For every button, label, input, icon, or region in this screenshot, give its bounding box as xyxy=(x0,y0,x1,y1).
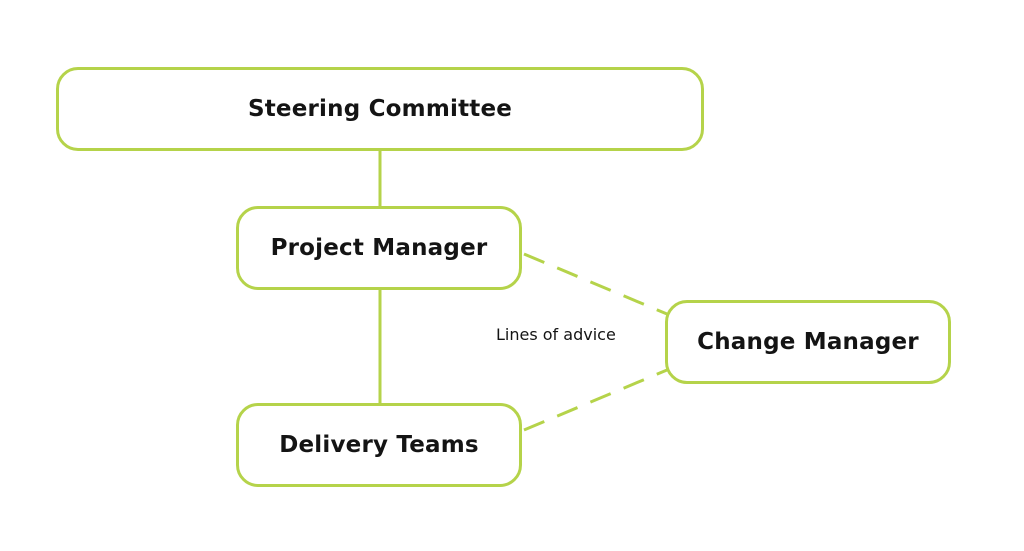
advice-line-to-pm xyxy=(523,252,668,316)
advice-line-to-delivery xyxy=(523,368,668,432)
project-manager-node: Project Manager xyxy=(236,206,522,290)
lines-of-advice-annotation: Lines of advice xyxy=(496,325,616,344)
steering-committee-node: Steering Committee xyxy=(56,67,704,151)
steering-committee-label: Steering Committee xyxy=(247,96,513,122)
delivery-teams-node: Delivery Teams xyxy=(236,403,522,487)
delivery-teams-label: Delivery Teams xyxy=(279,432,479,458)
change-manager-node: Change Manager xyxy=(665,300,951,384)
project-manager-label: Project Manager xyxy=(270,235,488,261)
change-manager-label: Change Manager xyxy=(697,329,919,355)
